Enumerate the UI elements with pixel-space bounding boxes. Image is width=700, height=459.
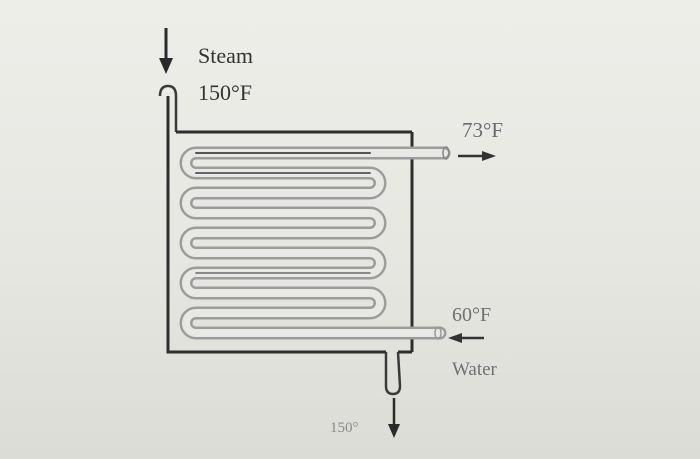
coil-outer — [179, 146, 451, 340]
condensate-drain-pipe — [384, 351, 402, 396]
steam-label: Steam — [198, 43, 253, 68]
condensate-outlet-arrow — [388, 398, 400, 438]
steam-inlet-pipe — [158, 84, 178, 132]
serpentine-coil — [179, 146, 451, 340]
hot-water-outlet-arrow — [458, 151, 496, 161]
condensate-temperature-label: 150° — [330, 420, 359, 436]
water-label: Water — [452, 359, 497, 380]
coil-inner — [182, 149, 448, 337]
tank-wall — [166, 96, 386, 354]
steam-inlet-arrow — [159, 28, 173, 74]
cold-water-inlet-arrow — [448, 333, 484, 343]
hot-outlet-temperature-label: 73°F — [462, 118, 504, 142]
cold-inlet-temperature-label: 60°F — [452, 304, 492, 326]
steam-temperature-label: 150°F — [198, 80, 253, 105]
